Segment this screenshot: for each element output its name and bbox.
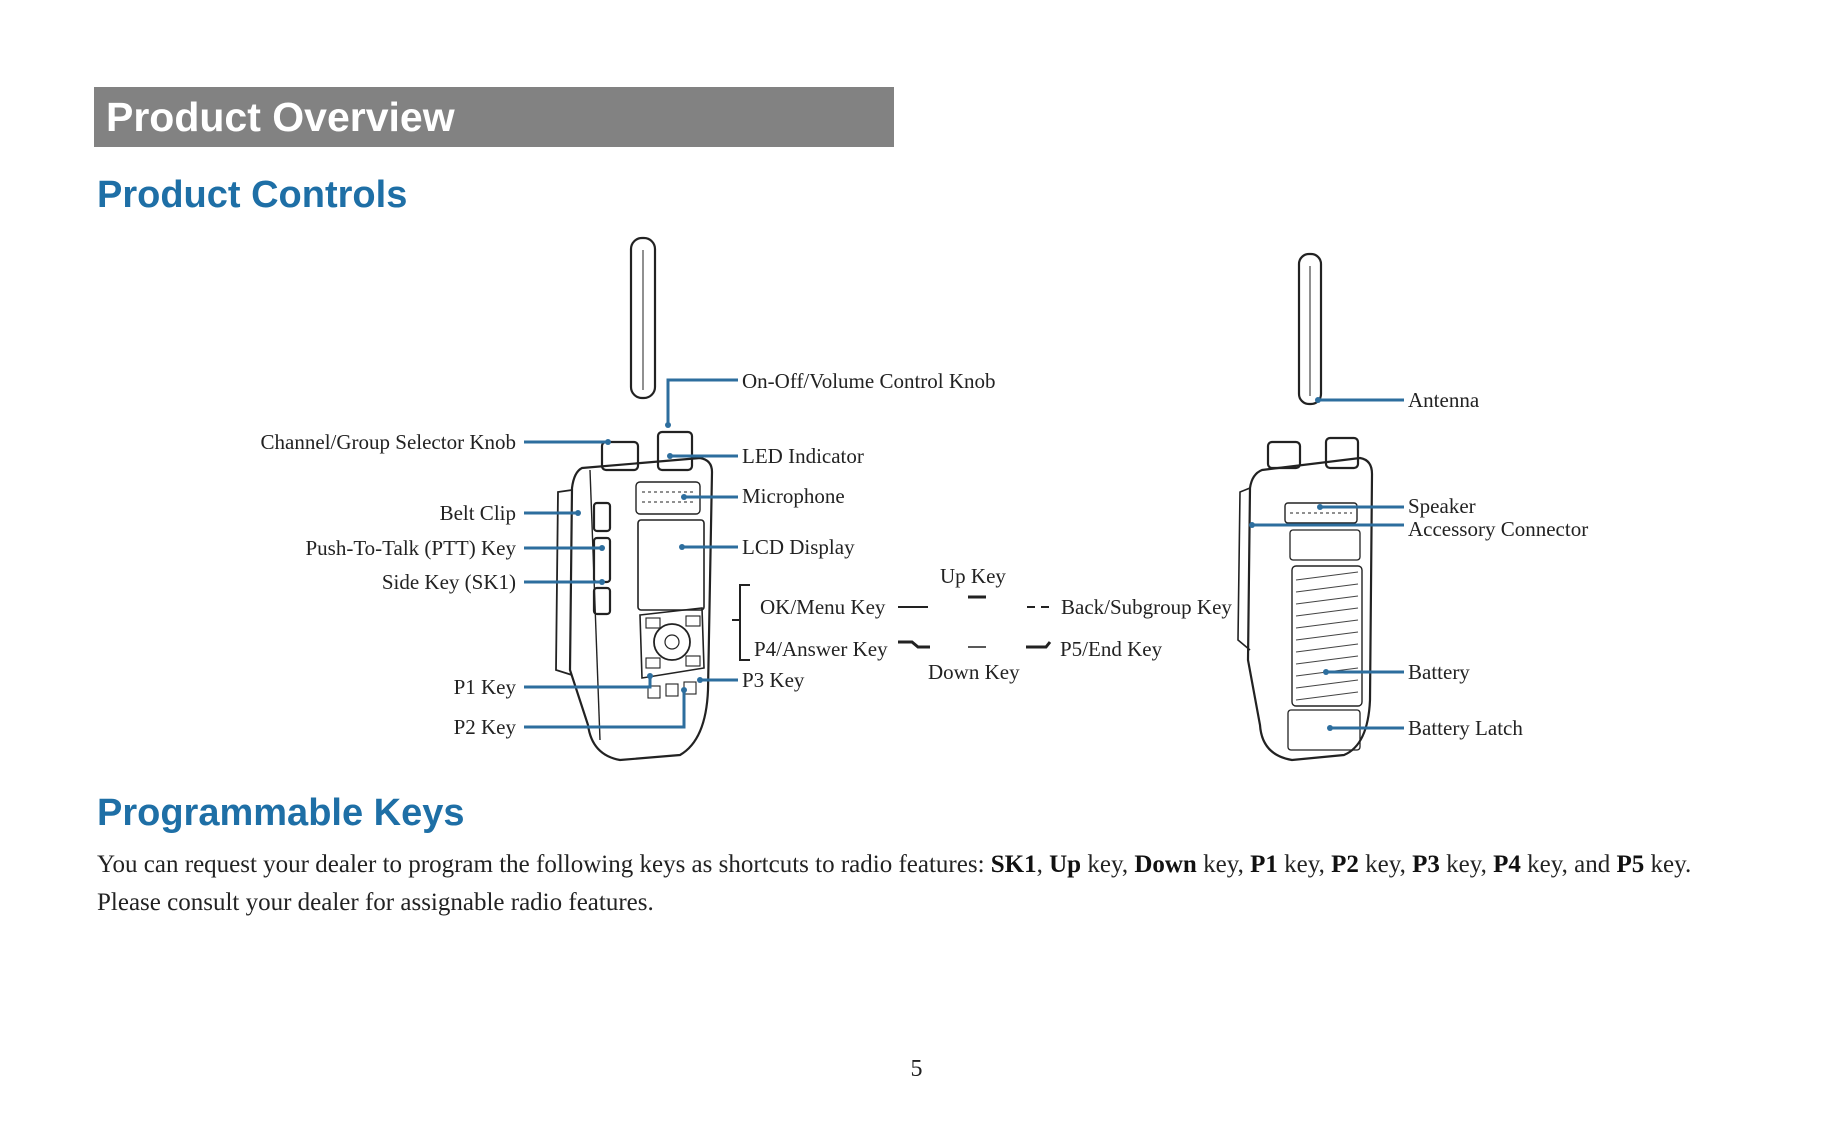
label-led: LED Indicator: [742, 444, 864, 468]
key-p1: P1: [1250, 851, 1278, 878]
label-p2: P2 Key: [454, 715, 517, 739]
label-lcd: LCD Display: [742, 535, 855, 559]
page-number: 5: [910, 1056, 923, 1082]
paragraph-text: key,: [1439, 851, 1494, 878]
back-labels: Antenna Speaker Accessory Connector Batt…: [1408, 388, 1588, 740]
paragraph-text: ,: [1036, 851, 1050, 878]
label-channel-knob: Channel/Group Selector Knob: [261, 430, 516, 454]
product-controls-heading: Product Controls: [97, 174, 408, 216]
label-belt-clip: Belt Clip: [440, 501, 516, 525]
label-up-key: Up Key: [940, 564, 1006, 588]
front-radio-illustration: [555, 236, 714, 762]
label-accessory: Accessory Connector: [1408, 517, 1588, 541]
back-radio-illustration: [1237, 252, 1374, 762]
back-callout-lines: [1252, 398, 1404, 730]
front-callout-dots: [575, 422, 703, 693]
key-up: Up: [1049, 851, 1082, 878]
paragraph-text: key,: [1081, 851, 1135, 878]
label-down-key: Down Key: [928, 660, 1020, 684]
label-battery-latch: Battery Latch: [1408, 716, 1523, 740]
paragraph-text: You can request your dealer to program t…: [97, 851, 991, 878]
banner-title: Product Overview: [106, 94, 455, 140]
paragraph-text: key,: [1196, 851, 1251, 878]
paragraph-text: key,: [1277, 851, 1332, 878]
label-battery: Battery: [1408, 660, 1470, 684]
label-volume-knob: On-Off/Volume Control Knob: [742, 369, 996, 393]
paragraph-text: key. Please consult your dealer for assi…: [97, 851, 1692, 916]
label-antenna: Antenna: [1408, 388, 1480, 412]
key-p3: P3: [1412, 851, 1440, 878]
front-callout-lines: [524, 378, 738, 729]
battery-hatching: [1295, 571, 1359, 701]
back-callout-dots: [1249, 397, 1333, 731]
programmable-keys-heading: Programmable Keys: [97, 792, 465, 834]
label-p1: P1 Key: [454, 675, 517, 699]
key-p5: P5: [1616, 851, 1645, 878]
label-p4: P4/Answer Key: [754, 637, 888, 661]
key-p4: P4: [1493, 851, 1521, 878]
label-back: Back/Subgroup Key: [1061, 595, 1232, 619]
label-p3: P3 Key: [742, 668, 805, 692]
label-sk1: Side Key (SK1): [382, 570, 516, 594]
key-sk1: SK1: [990, 851, 1037, 878]
label-p5: P5/End Key: [1060, 637, 1163, 661]
key-down: Down: [1134, 851, 1197, 878]
product-controls-diagram: On-Off/Volume Control Knob Channel/Group…: [261, 236, 1588, 762]
label-microphone: Microphone: [742, 484, 845, 508]
key-p2: P2: [1331, 851, 1359, 878]
section-banner: Product Overview: [94, 87, 894, 147]
keypad-bracket: [732, 584, 1055, 661]
label-ptt: Push-To-Talk (PTT) Key: [305, 536, 516, 560]
paragraph-text: key,: [1358, 851, 1413, 878]
programmable-keys-paragraph: You can request your dealer to program t…: [97, 846, 1757, 922]
label-ok-menu: OK/Menu Key: [760, 595, 886, 619]
label-speaker: Speaker: [1408, 494, 1476, 518]
front-labels: On-Off/Volume Control Knob Channel/Group…: [261, 369, 1233, 739]
paragraph-text: key, and: [1520, 851, 1617, 878]
